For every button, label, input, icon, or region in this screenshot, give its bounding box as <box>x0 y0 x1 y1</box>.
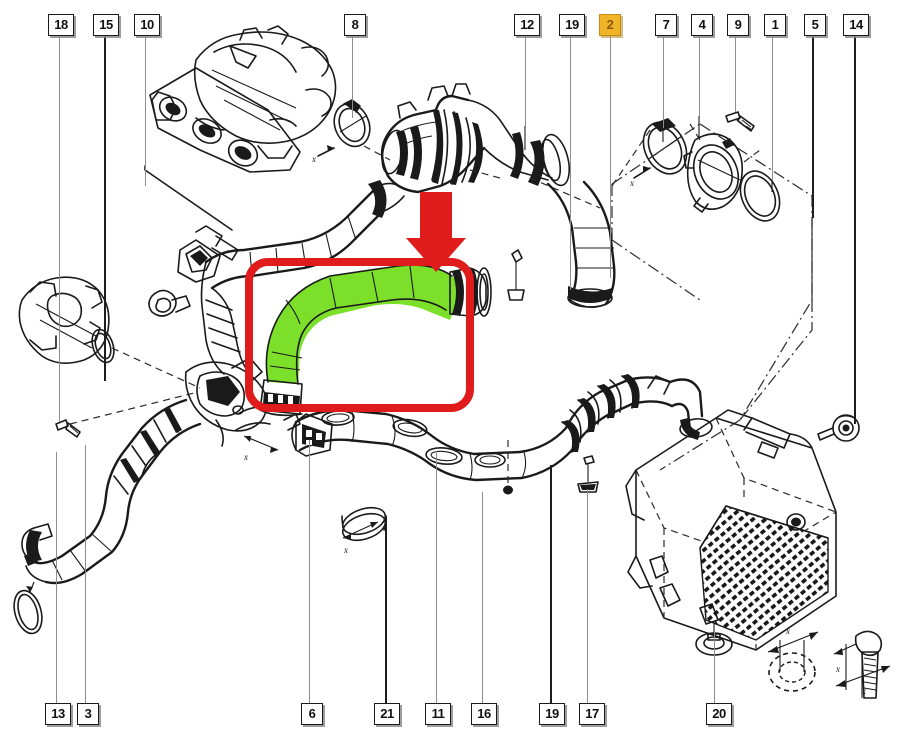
callout-11[interactable]: 11 <box>425 703 451 725</box>
callout-3[interactable]: 3 <box>77 703 99 725</box>
callout-2-highlighted[interactable]: 2 <box>599 14 621 36</box>
leader-line-6 <box>309 440 311 703</box>
svg-text:x: x <box>343 545 348 555</box>
callout-6[interactable]: 6 <box>301 703 323 725</box>
svg-text:x: x <box>835 664 840 674</box>
highlight-markers <box>245 192 474 412</box>
callout-1[interactable]: 1 <box>764 14 786 36</box>
leader-line-13 <box>56 452 58 703</box>
part-air-intake-duct-12 <box>380 83 571 194</box>
callout-10[interactable]: 10 <box>134 14 160 36</box>
leader-line-21 <box>385 516 387 703</box>
callout-9[interactable]: 9 <box>727 14 749 36</box>
svg-text:x: x <box>861 686 866 696</box>
leader-line-7 <box>663 36 665 128</box>
leader-line-11 <box>436 451 438 703</box>
leader-line-8 <box>352 36 354 118</box>
leader-line-19 <box>570 36 572 290</box>
callout-15[interactable]: 15 <box>93 14 119 36</box>
callout-19[interactable]: 19 <box>559 14 585 36</box>
red-highlight-box <box>245 258 474 412</box>
callout-17[interactable]: 17 <box>579 703 605 725</box>
callout-5[interactable]: 5 <box>804 14 826 36</box>
svg-text:x: x <box>311 154 316 164</box>
leader-line-2 <box>610 36 612 278</box>
leader-line-5 <box>812 36 814 218</box>
part-hose-clamp-8: x <box>311 99 371 164</box>
part-connector-hose-19 <box>546 180 616 308</box>
leader-line-16 <box>482 492 484 703</box>
svg-text:x: x <box>785 626 790 636</box>
callout-8[interactable]: 8 <box>344 14 366 36</box>
svg-text:x: x <box>629 178 634 188</box>
leader-line-12 <box>525 36 527 146</box>
leader-line-10 <box>145 36 147 186</box>
part-egr-manifold-assembly <box>149 25 337 173</box>
leader-line-19 <box>550 465 552 703</box>
callout-12[interactable]: 12 <box>514 14 540 36</box>
callout-21[interactable]: 21 <box>374 703 400 725</box>
part-main-intercooler-pipe-11 <box>283 249 713 495</box>
svg-text:x: x <box>243 452 248 462</box>
callout-7[interactable]: 7 <box>655 14 677 36</box>
red-down-arrow <box>406 192 466 272</box>
part-lower-left-bellows <box>141 451 161 477</box>
leader-line-14 <box>854 36 856 424</box>
detail-inset-fasteners: x x x <box>767 626 891 699</box>
callout-18[interactable]: 18 <box>48 14 74 36</box>
part-seal-ring-21: x <box>341 506 387 555</box>
leader-line-17 <box>587 489 589 703</box>
dimension-mark-hose: x <box>235 406 279 462</box>
leader-line-20 <box>714 632 716 703</box>
callout-19[interactable]: 19 <box>539 703 565 725</box>
leader-line-3 <box>85 445 87 703</box>
callout-16[interactable]: 16 <box>471 703 497 725</box>
part-egr-valve-block <box>18 276 201 438</box>
callout-4[interactable]: 4 <box>691 14 713 36</box>
part-air-box-intercooler <box>625 300 860 656</box>
callout-14[interactable]: 14 <box>843 14 869 36</box>
leader-line-9 <box>735 36 737 112</box>
leader-line-15 <box>104 36 106 381</box>
leader-line-18 <box>59 36 61 422</box>
leader-line-4 <box>699 36 701 116</box>
part-highlighted-intercooler-hose-2 <box>259 264 492 417</box>
leader-line-1 <box>772 36 774 180</box>
callout-20[interactable]: 20 <box>706 703 732 725</box>
callout-13[interactable]: 13 <box>45 703 71 725</box>
